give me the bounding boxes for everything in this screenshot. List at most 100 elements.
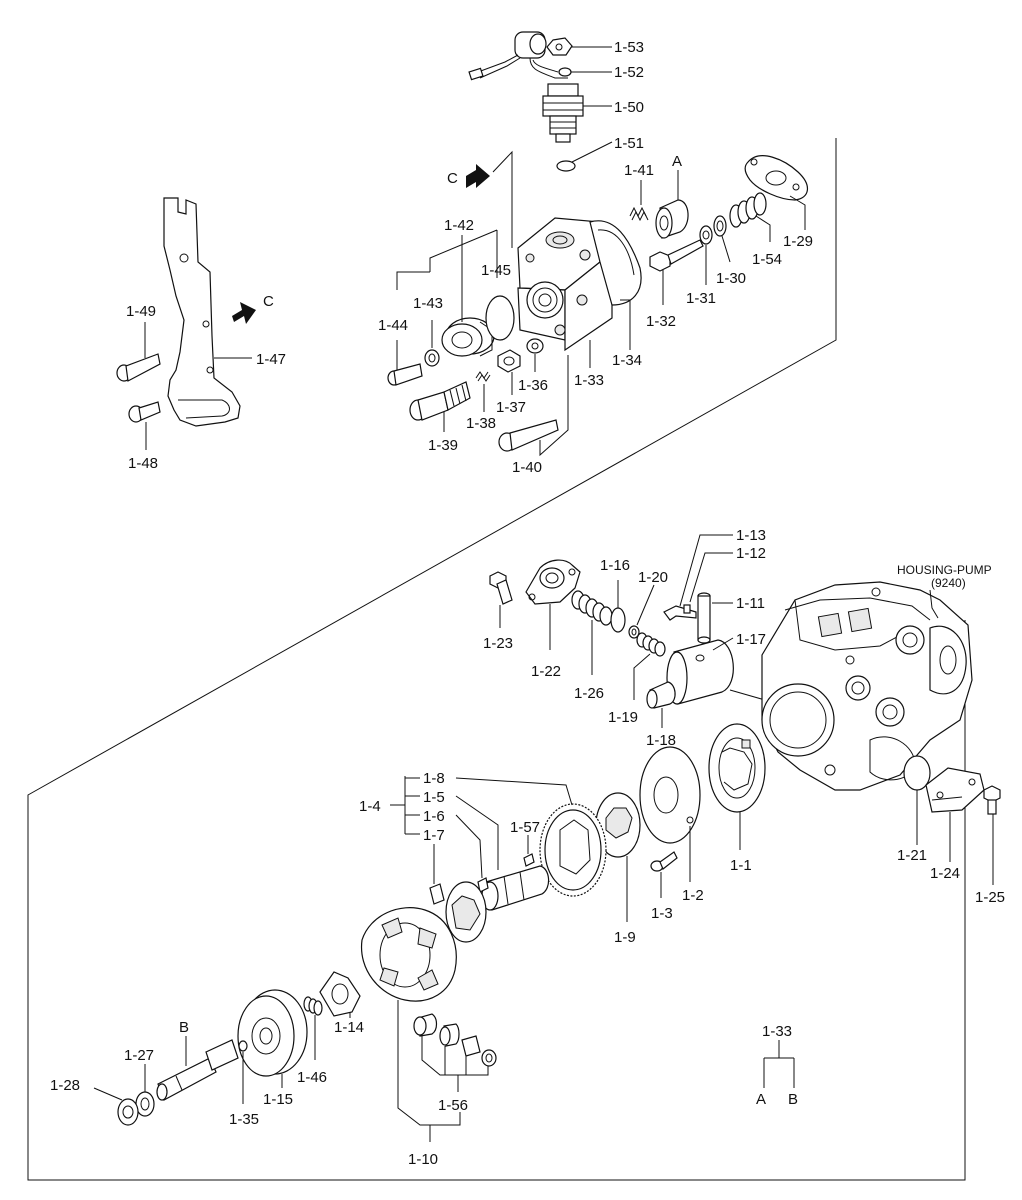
part-1-8-gear [539,803,607,897]
part-1-14-spider [319,971,361,1017]
part-1-57-key [523,853,535,867]
part-1-34-flange [589,220,642,306]
label-1-16: 1-16 [600,557,630,574]
label-1-34: 1-34 [612,352,642,369]
part-1-18-slider [646,681,676,709]
label-1-6: 1-6 [423,808,445,825]
leader-1-34 [620,299,631,350]
part-1-51-o-ring [556,160,576,172]
leader-1-29 [789,195,806,230]
label-1-24: 1-24 [930,865,960,882]
label-1-27: 1-27 [124,1047,154,1064]
label-1-48: 1-48 [128,455,158,472]
label-1-38: 1-38 [466,415,496,432]
label-1-10: 1-10 [408,1151,438,1168]
part-1-32-bolt [649,239,704,272]
leader-bracket-1-44 [396,271,430,290]
part-1-23-bolt [489,571,513,605]
part-1-45-o-ring [485,295,515,341]
leader-1-54 [755,215,771,242]
label-1-25: 1-25 [975,889,1005,906]
label-a-key: A [756,1091,766,1108]
leader-housing-pump [929,589,939,619]
part-1-19-spring [636,632,666,657]
leader-1-51 [571,141,613,163]
part-1-38-spring [475,371,491,382]
part-1-35-washer [238,1040,248,1052]
leader-1-12 [689,552,733,603]
label-1-19: 1-19 [608,709,638,726]
part-1-48-bolt [128,401,161,423]
part-1-17-timer-piston [666,639,734,705]
label-1-30: 1-30 [716,270,746,287]
label-b-key: B [788,1091,798,1108]
label-1-33-key: 1-33 [762,1023,792,1040]
label-1-44: 1-44 [378,317,408,334]
part-1-20-washer [628,625,640,639]
part-1-1-ring-plate [708,723,766,813]
leader-1-13 [679,534,733,607]
part-1-31-washer [699,225,713,245]
part-1-27-washer [135,1091,155,1117]
label-1-36: 1-36 [518,377,548,394]
label-1-42: 1-42 [444,217,474,234]
part-1-22-cover [525,559,581,605]
label-a-top: A [672,153,682,170]
part-1-30-washer [713,215,727,237]
part-1-47-lever-bracket [163,197,241,427]
label-1-3: 1-3 [651,905,673,922]
part-1-15-pulley [237,989,308,1077]
label-housing-code: (9240) [931,576,966,590]
view-arrow-c-side [232,302,256,324]
label-1-57: 1-57 [510,819,540,836]
label-1-40: 1-40 [512,459,542,476]
label-housing-pump: HOUSING-PUMP [897,563,992,577]
part-1-26-spring [571,590,613,626]
label-1-21: 1-21 [897,847,927,864]
label-1-23: 1-23 [483,635,513,652]
label-1-1: 1-1 [730,857,752,874]
label-1-43: 1-43 [413,295,443,312]
leader-1-56 [421,1036,489,1076]
label-1-12: 1-12 [736,545,766,562]
leader-1-28 [93,1087,123,1101]
label-c-side: C [263,293,274,310]
leader-1-17 [712,637,734,651]
part-1-41-spring [629,206,649,222]
part-1-52-washer [558,67,572,77]
label-1-8: 1-8 [423,770,445,787]
part-1-4-weight-holder [445,881,487,943]
label-1-37: 1-37 [496,399,526,416]
part-solenoid-connector-wire [468,31,568,81]
label-1-47: 1-47 [256,351,286,368]
part-1-12-pin [683,604,691,614]
leader-1-5 [455,795,499,870]
label-1-5: 1-5 [423,789,445,806]
label-1-45: 1-45 [481,262,511,279]
part-1-39-threaded-plunger [409,381,471,421]
part-1-42-valve-holder [441,317,495,357]
label-1-41: 1-41 [624,162,654,179]
part-1-54-spring [729,192,767,228]
leader-housing-fit [729,689,766,701]
leader-1-10 [397,1000,461,1126]
label-1-29: 1-29 [783,233,813,250]
label-1-54: 1-54 [752,251,782,268]
part-1-33-distributor-head [517,217,613,352]
label-1-11: 1-11 [736,595,765,612]
part-1-25-bolt [983,785,1001,815]
part-1-5-drive-shaft [481,865,550,911]
part-1-11-pin [697,592,711,644]
label-1-53: 1-53 [614,39,644,56]
legend-1-33-split [763,1040,795,1088]
part-1-46-spring [303,996,323,1016]
label-1-4: 1-4 [359,798,381,815]
label-1-28: 1-28 [50,1077,80,1094]
label-1-35: 1-35 [229,1111,259,1128]
label-1-7: 1-7 [423,827,445,844]
leader-1-20 [636,584,655,626]
leader-1-19 [633,653,651,700]
label-1-33: 1-33 [574,372,604,389]
label-1-31: 1-31 [686,290,716,307]
